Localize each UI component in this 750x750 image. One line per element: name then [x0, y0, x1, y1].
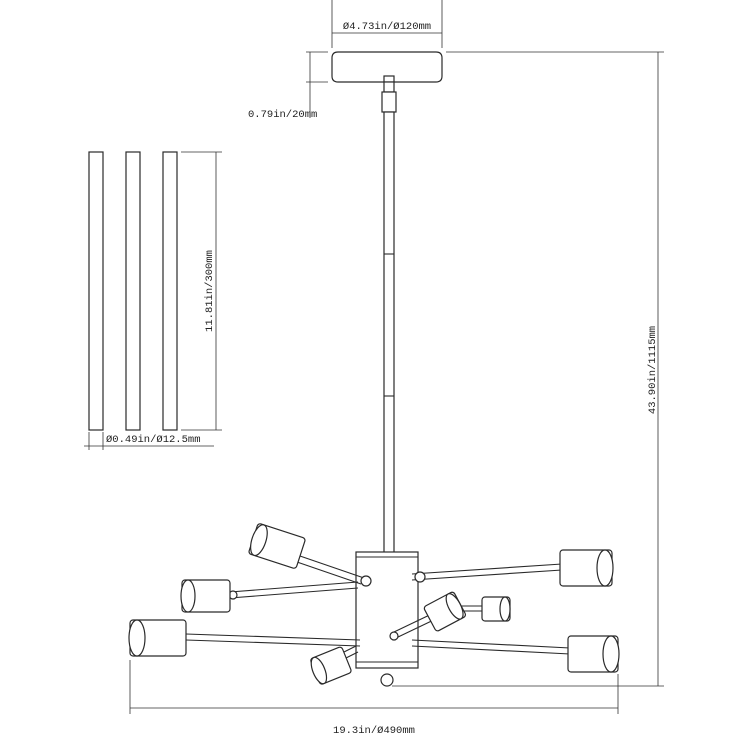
shade-upper-left [248, 523, 306, 569]
shades [128, 523, 620, 685]
shade-bottom-left [310, 646, 352, 685]
extension-rods [88, 151, 178, 431]
canopy-diameter-label: Ø4.73in/Ø120mm [343, 21, 431, 33]
canopy-width-dimension: Ø4.73in/Ø120mm [331, 0, 443, 48]
extension-rod-2 [125, 151, 141, 431]
shade-lower-left [128, 619, 187, 657]
rod-length-dimension: 11.81in/300mm [181, 151, 222, 431]
canopy-height-dimension: 0.79in/20mm [248, 51, 328, 121]
ceiling-canopy [331, 51, 443, 83]
arm-upper-right [411, 563, 563, 583]
rod-diameter-dimension: Ø0.49in/Ø12.5mm [84, 432, 214, 450]
arm-lower-right [411, 639, 571, 655]
central-hub [355, 551, 419, 687]
arm-mid-left [228, 581, 359, 600]
rod-length-label: 11.81in/300mm [204, 250, 216, 332]
shade-back-right [481, 596, 511, 622]
extension-rod-3 [162, 151, 178, 431]
extension-rod-1 [88, 151, 104, 431]
canopy-height-label: 0.79in/20mm [248, 109, 317, 121]
down-rod [383, 111, 395, 555]
overall-height-dimension: 43.90in/1115mm [392, 51, 664, 687]
finial [380, 673, 394, 687]
overall-width-label: 19.3in/Ø490mm [333, 725, 415, 737]
swivel-connector [381, 81, 397, 113]
overall-width-dimension: 19.3in/Ø490mm [129, 660, 619, 737]
rod-diameter-label: Ø0.49in/Ø12.5mm [106, 434, 201, 446]
arms [185, 555, 571, 659]
arm-upper-left [296, 555, 372, 587]
arm-bottom-left [343, 645, 359, 659]
shade-mid-left [180, 579, 231, 613]
shade-mid-right [423, 591, 467, 632]
shade-lower-right [567, 635, 620, 673]
shade-upper-right [559, 549, 614, 587]
overall-height-label: 43.90in/1115mm [647, 326, 659, 414]
arm-lower-left [185, 633, 361, 647]
